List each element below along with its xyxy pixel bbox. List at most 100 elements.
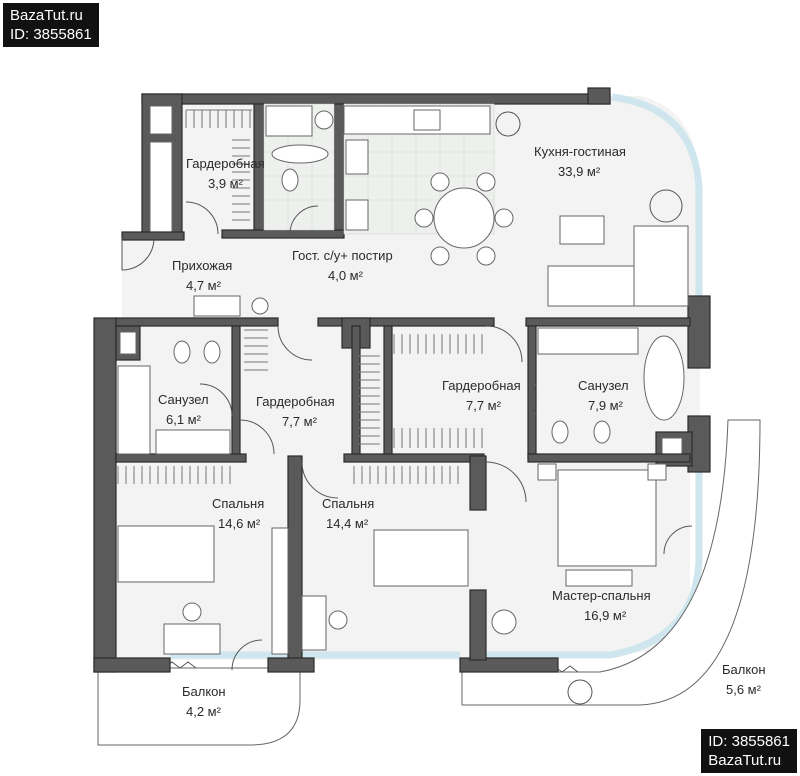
dining-chair: [430, 246, 450, 266]
balcony-left: [97, 667, 301, 746]
wall-bath1-right: [231, 325, 241, 457]
wall-rooms-h: [115, 453, 247, 463]
watermark-id: ID: 3855861: [708, 733, 790, 750]
plant-icon: [567, 679, 593, 705]
dresser: [565, 569, 633, 587]
wall-bottom-mid: [267, 657, 315, 673]
nightstand: [647, 463, 667, 481]
window-glazing-bedroom: [470, 470, 703, 659]
wc-shower: [265, 105, 313, 137]
room-area-guest-wc: 4,0 м²: [328, 268, 364, 283]
bed-master: [557, 469, 657, 567]
sofa-chaise: [633, 225, 689, 307]
room-area-wardrobe-1: 3,9 м²: [208, 176, 244, 191]
window-glazing-kitchen: [611, 93, 703, 300]
closet-shelf: [149, 105, 173, 135]
room-label-bath-2: Санузел: [578, 378, 629, 393]
balcony-right: [461, 419, 761, 706]
coffee-table: [559, 215, 605, 245]
dining-chair: [476, 246, 496, 266]
plant-icon: [495, 111, 521, 137]
wall-wardrobe3-left: [383, 325, 393, 457]
armchair: [491, 609, 517, 635]
wall-rooms-h2: [343, 453, 485, 463]
kitchen-hob: [345, 139, 369, 175]
toilet-2: [551, 420, 569, 444]
kitchen-sink: [413, 109, 441, 131]
dining-chair: [414, 208, 434, 228]
fridge: [345, 199, 369, 231]
bed-2: [373, 529, 469, 587]
hall-basin: [251, 297, 269, 315]
wall-wc-right: [333, 103, 345, 235]
wall-left-lower: [93, 317, 117, 673]
bathtub-1: [117, 365, 151, 455]
room-area-master: 16,9 м²: [584, 608, 627, 623]
room-label-wardrobe-2: Гардеробная: [256, 394, 335, 409]
dining-chair: [494, 208, 514, 228]
room-label-kitchen: Кухня-гостиная: [534, 144, 626, 159]
room-label-bedroom-2: Спальня: [322, 496, 374, 511]
doors: [121, 201, 693, 671]
room-area-bedroom-2: 14,4 м²: [326, 516, 369, 531]
dining-chair: [430, 172, 450, 192]
room-area-bath-2: 7,9 м²: [588, 398, 624, 413]
dining-chair: [476, 172, 496, 192]
desk-1: [163, 623, 221, 655]
room-area-balcony-1: 4,2 м²: [186, 704, 222, 719]
plant-icon: [649, 189, 683, 223]
room-label-master: Мастер-спальня: [552, 588, 651, 603]
wall-center-h: [115, 317, 279, 327]
bidet-1: [203, 340, 221, 364]
wc-toilet: [281, 168, 299, 192]
wall-bottom-right: [459, 657, 559, 673]
bed-1: [117, 525, 215, 583]
wall-rooms-h3: [527, 453, 691, 463]
room-label-balcony-2: Балкон: [722, 662, 766, 677]
desk-2: [301, 595, 327, 651]
dining-table: [433, 187, 495, 249]
room-label-wardrobe-1: Гардеробная: [186, 156, 265, 171]
wall-bottom-left: [93, 657, 171, 673]
room-label-balcony-1: Балкон: [182, 684, 226, 699]
nightstand: [537, 463, 557, 481]
closet-shelf-2: [149, 141, 173, 233]
room-area-bedroom-1: 14,6 м²: [218, 516, 261, 531]
wall-bedroom2-right-low: [469, 589, 487, 661]
wardrobe-racks: [117, 109, 483, 484]
watermark-top: BazaTut.ru ID: 3855861: [3, 3, 99, 47]
room-area-wardrobe-3: 7,7 м²: [466, 398, 502, 413]
watermark-id: ID: 3855861: [10, 26, 92, 43]
wall-center-h2: [317, 317, 495, 327]
vanity-2: [537, 327, 639, 355]
room-area-kitchen: 33,9 м²: [558, 164, 601, 179]
wall-wardrobe1-bottom: [221, 229, 345, 239]
room-label-bedroom-1: Спальня: [212, 496, 264, 511]
wc-sink: [271, 144, 329, 164]
desk-chair-2: [328, 610, 348, 630]
wall-right-upper: [687, 295, 711, 369]
shaft-bath1: [119, 331, 137, 355]
bathtub-2: [643, 335, 685, 421]
wardrobe-2-unit: [271, 527, 289, 655]
wall-top: [141, 93, 611, 105]
room-label-bath-1: Санузел: [158, 392, 209, 407]
wall-bath2-left: [527, 325, 537, 459]
bidet-2: [593, 420, 611, 444]
room-area-wardrobe-2: 7,7 м²: [282, 414, 318, 429]
watermark-bottom: ID: 3855861 BazaTut.ru: [701, 729, 797, 773]
washer: [314, 110, 334, 130]
wall-hall-top: [121, 231, 185, 241]
wall-top-right-stub: [587, 87, 611, 105]
hall-console: [193, 295, 241, 317]
room-label-wardrobe-3: Гардеробная: [442, 378, 521, 393]
room-label-guest-wc: Гост. с/у+ постир: [292, 248, 393, 263]
wall-bedroom-split: [287, 455, 303, 659]
wall-center-h3: [525, 317, 691, 327]
watermark-site: BazaTut.ru: [708, 752, 782, 769]
desk-chair-1: [182, 602, 202, 622]
room-area-bath-1: 6,1 м²: [166, 412, 202, 427]
watermark-site: BazaTut.ru: [10, 7, 83, 24]
toilet-1: [173, 340, 191, 364]
